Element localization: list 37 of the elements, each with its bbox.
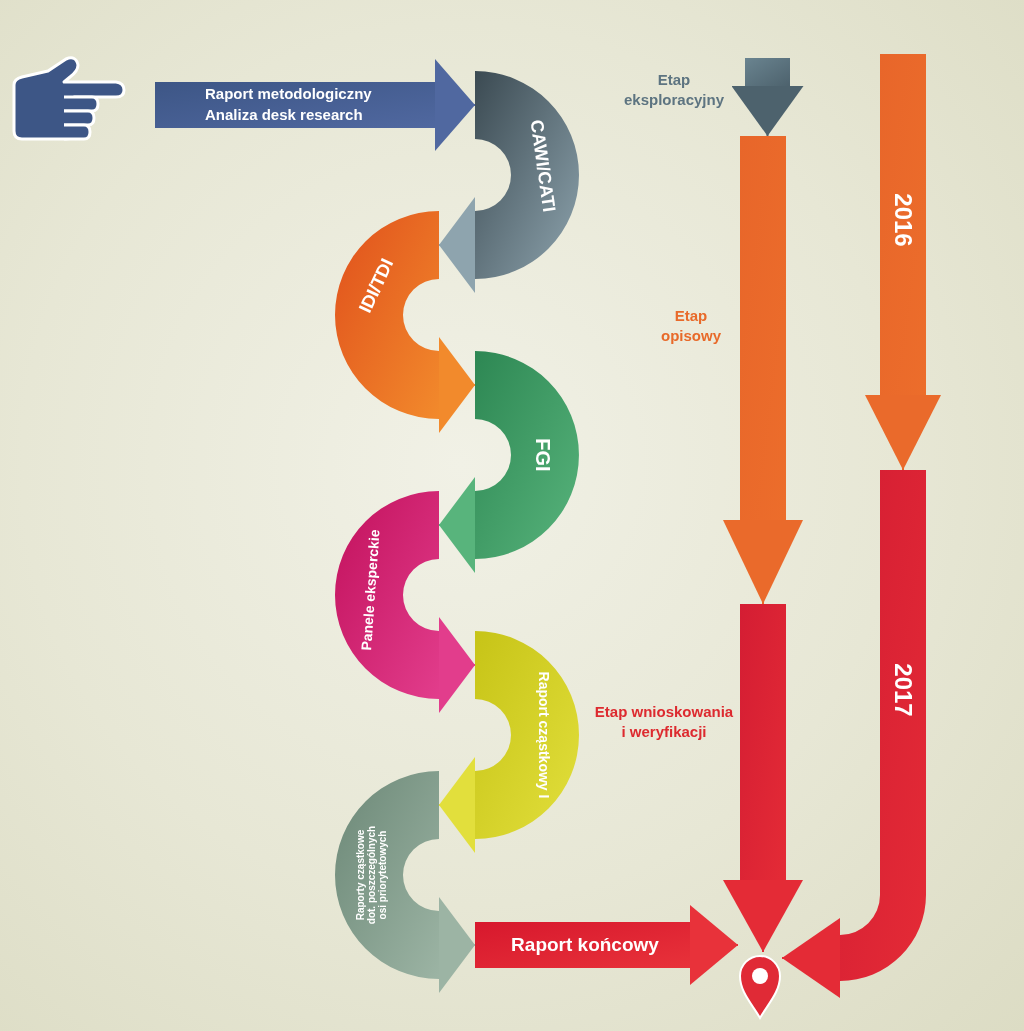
stage-label: Etap eksploracyjny bbox=[622, 70, 726, 109]
year-label: 2016 bbox=[889, 192, 917, 249]
arrowhead bbox=[723, 879, 803, 953]
arrow-label: CAWI/CATI bbox=[525, 117, 561, 215]
arrow-label: Raport cząstkowy I bbox=[535, 670, 551, 801]
curved-arrow-body bbox=[475, 351, 580, 559]
arrowhead bbox=[731, 85, 804, 137]
arrow-label: Raporty cząstkowe dot. poszczególnych osi priorytetowych bbox=[354, 824, 388, 927]
year-label: 2017 bbox=[889, 662, 917, 719]
arrowhead bbox=[438, 477, 476, 573]
arrowhead bbox=[865, 394, 941, 471]
arrow-label: Raport metodologiczny bbox=[205, 84, 372, 104]
arrow-label: Analiza desk research bbox=[205, 105, 364, 126]
curved-arrow-body bbox=[475, 71, 580, 279]
arrow-label: FGI bbox=[532, 437, 554, 474]
bent-arrow-body bbox=[840, 470, 926, 981]
arrow-body bbox=[880, 54, 926, 395]
arrowhead bbox=[723, 519, 803, 605]
arrow-body bbox=[475, 922, 690, 968]
arrowhead bbox=[438, 337, 476, 433]
location-pin bbox=[738, 952, 782, 1020]
stage-label: Etap opisowy bbox=[660, 306, 722, 345]
arrowhead bbox=[689, 905, 739, 985]
arrowhead bbox=[434, 59, 476, 151]
stage-label: Etap wnioskowania i weryfikacji bbox=[594, 702, 734, 741]
arrow-label: Raport końcowy bbox=[510, 934, 660, 956]
arrowhead bbox=[781, 918, 841, 998]
arrowhead bbox=[438, 897, 476, 993]
curved-arrow-body bbox=[334, 771, 439, 979]
arrowhead bbox=[438, 197, 476, 293]
curved-arrow-body bbox=[334, 491, 439, 699]
arrow-label: Panele eksperckie bbox=[358, 528, 384, 654]
arrow-body bbox=[155, 82, 435, 128]
arrowhead bbox=[438, 617, 476, 713]
curved-arrow-body bbox=[475, 631, 580, 839]
arrowhead bbox=[438, 757, 476, 853]
curved-arrow-body bbox=[334, 211, 439, 419]
